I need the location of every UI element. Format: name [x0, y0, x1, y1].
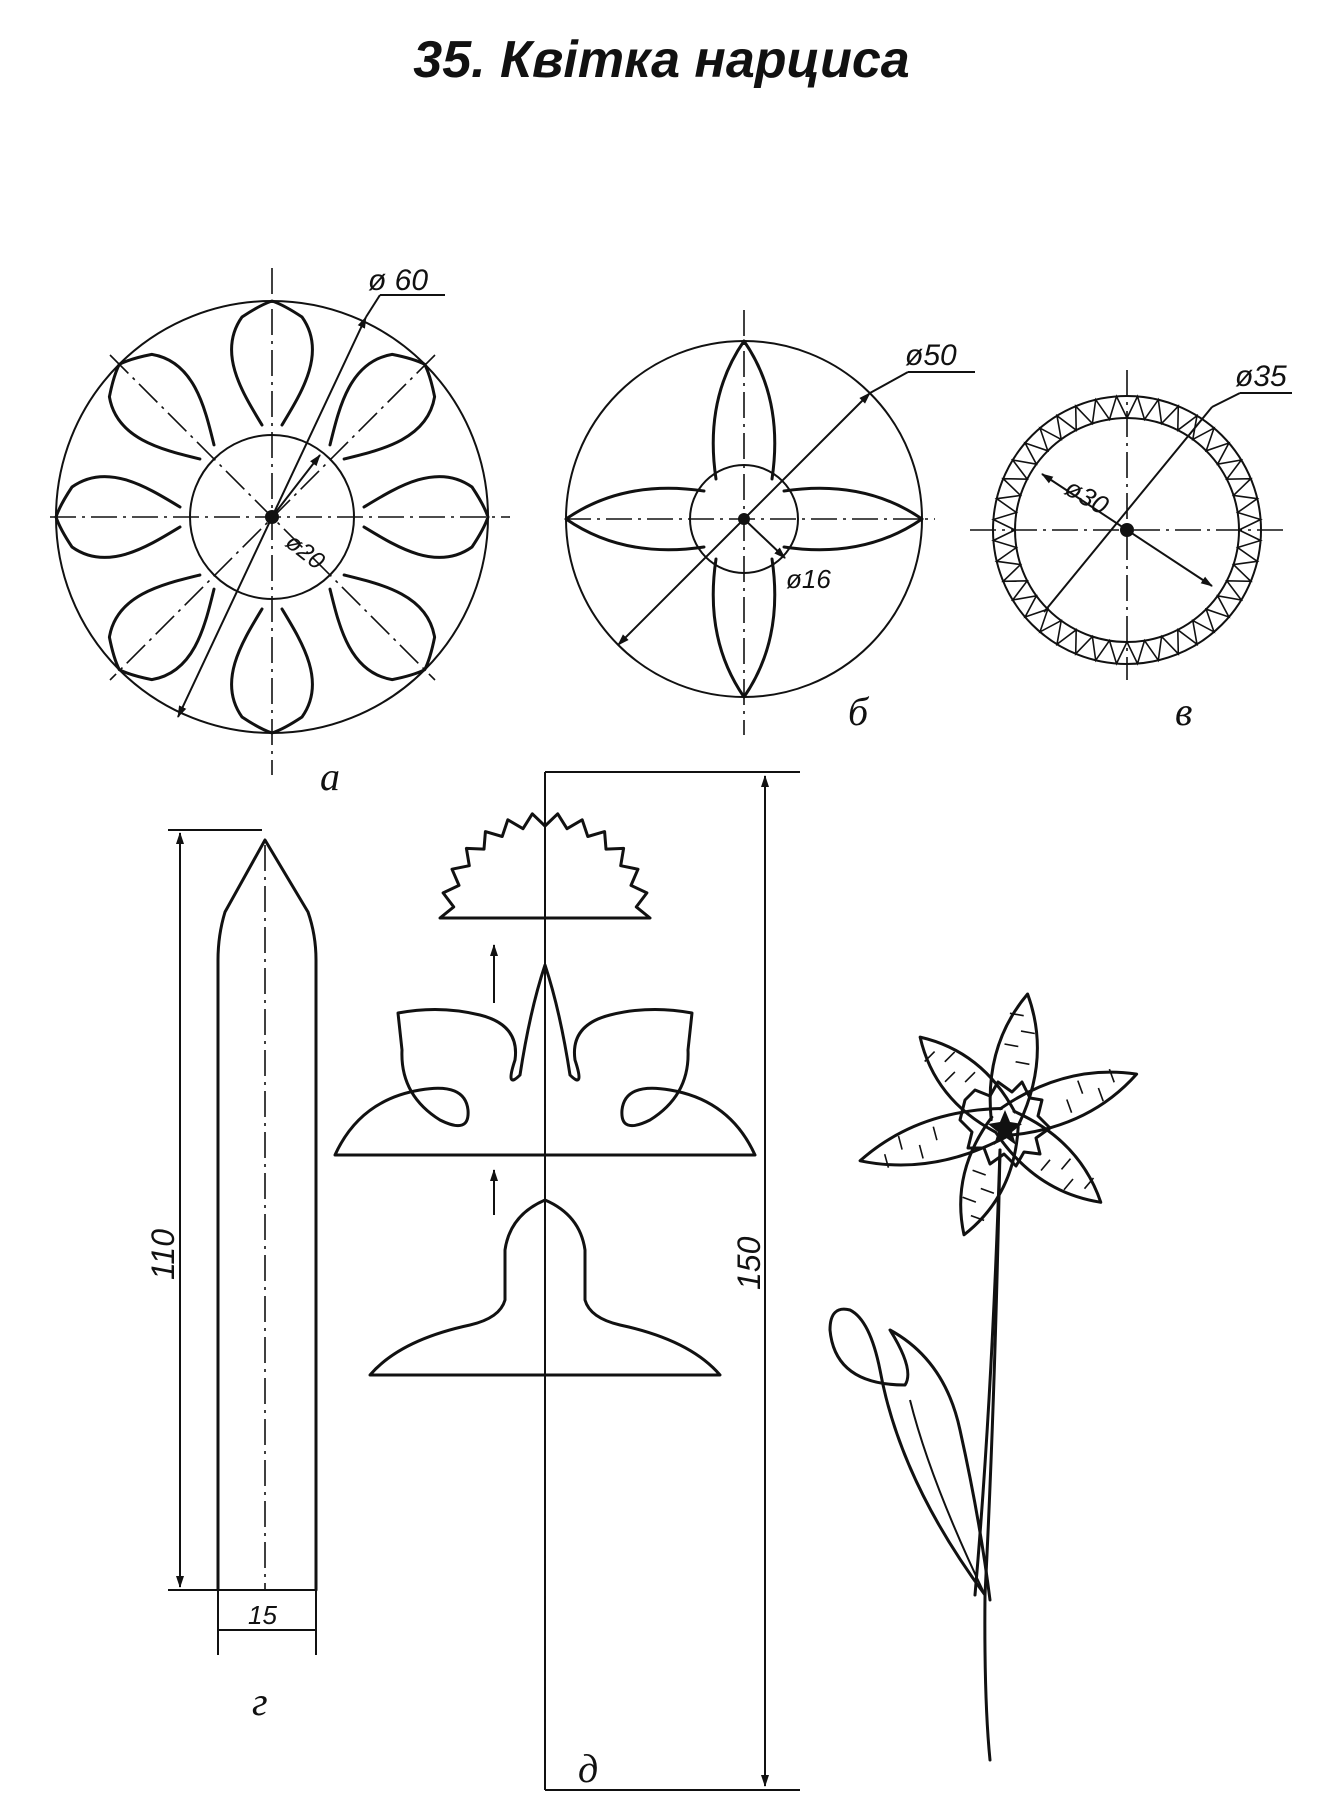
cup-part — [368, 1198, 722, 1377]
daffodil-illustration — [828, 992, 1139, 1762]
petal-vein — [1040, 1159, 1051, 1172]
petal — [54, 475, 182, 559]
petal-vein — [1060, 1158, 1072, 1170]
serrated-ring-v — [991, 394, 1263, 666]
figure-label: б — [848, 689, 870, 734]
page-title: 35. Квітка нарциса — [413, 31, 910, 89]
leaf-outline — [216, 838, 318, 1592]
figure-d: 150 д — [333, 771, 800, 1791]
petal-vein — [1108, 1068, 1115, 1083]
dimension-label: 150 — [731, 1236, 767, 1290]
petal-vein — [944, 1071, 956, 1083]
petal-vein — [944, 1051, 956, 1063]
petal-vein — [1077, 1080, 1084, 1094]
figure-label: г — [252, 1679, 268, 1724]
dimension-label: ø 60 — [368, 264, 428, 297]
petal — [362, 475, 490, 559]
figure-b: ø50 ø16 б — [564, 310, 975, 735]
petal — [998, 1070, 1139, 1137]
petal-vein — [1083, 1177, 1095, 1190]
petal-vein — [1066, 1099, 1073, 1113]
dimension-label: ø16 — [786, 564, 831, 594]
petal-vein — [897, 1135, 903, 1150]
petal-vein — [980, 1187, 995, 1195]
petal-vein — [970, 1214, 985, 1222]
figure-v: ø35 ø30 в — [970, 360, 1292, 734]
figure-label: а — [320, 754, 340, 799]
petal-vein — [1015, 1061, 1030, 1066]
figure-label: в — [1175, 689, 1192, 734]
petal-vein — [932, 1126, 938, 1141]
dimension-label: 110 — [145, 1229, 181, 1280]
serrated-half-disk — [438, 812, 652, 920]
figure-label: д — [578, 1746, 598, 1791]
daffodil-petals — [858, 992, 1139, 1237]
zigzag-teeth — [991, 394, 1263, 666]
petal-vein — [1009, 1012, 1024, 1017]
petal-vein — [883, 1153, 890, 1168]
leaf — [828, 1307, 992, 1602]
petal-vein — [1097, 1087, 1104, 1102]
outer-circle-v — [992, 395, 1262, 665]
petal-vein — [924, 1051, 936, 1063]
figure-a: ø 60 ø20 а — [50, 264, 510, 799]
dimension-label: ø50 — [905, 339, 957, 372]
stem — [983, 1148, 1002, 1762]
petal — [858, 1107, 1011, 1167]
petal — [994, 1109, 1103, 1204]
petal-vein — [918, 1144, 924, 1159]
dimension-label: ø35 — [1235, 360, 1287, 393]
petal-part — [333, 963, 757, 1157]
petal-vein — [1063, 1178, 1074, 1191]
petal-vein — [964, 1071, 976, 1083]
dimension-label: 15 — [248, 1600, 277, 1630]
figure-g: 110 15 г — [145, 829, 318, 1724]
stem-edge — [973, 1148, 1002, 1597]
dimension-label: ø30 — [1060, 472, 1114, 521]
petal-vein — [962, 1196, 977, 1203]
petal-vein — [1020, 1030, 1035, 1035]
petal-vein — [1004, 1043, 1019, 1048]
petal-vein — [972, 1169, 986, 1176]
daffodil-corona — [958, 1080, 1052, 1168]
